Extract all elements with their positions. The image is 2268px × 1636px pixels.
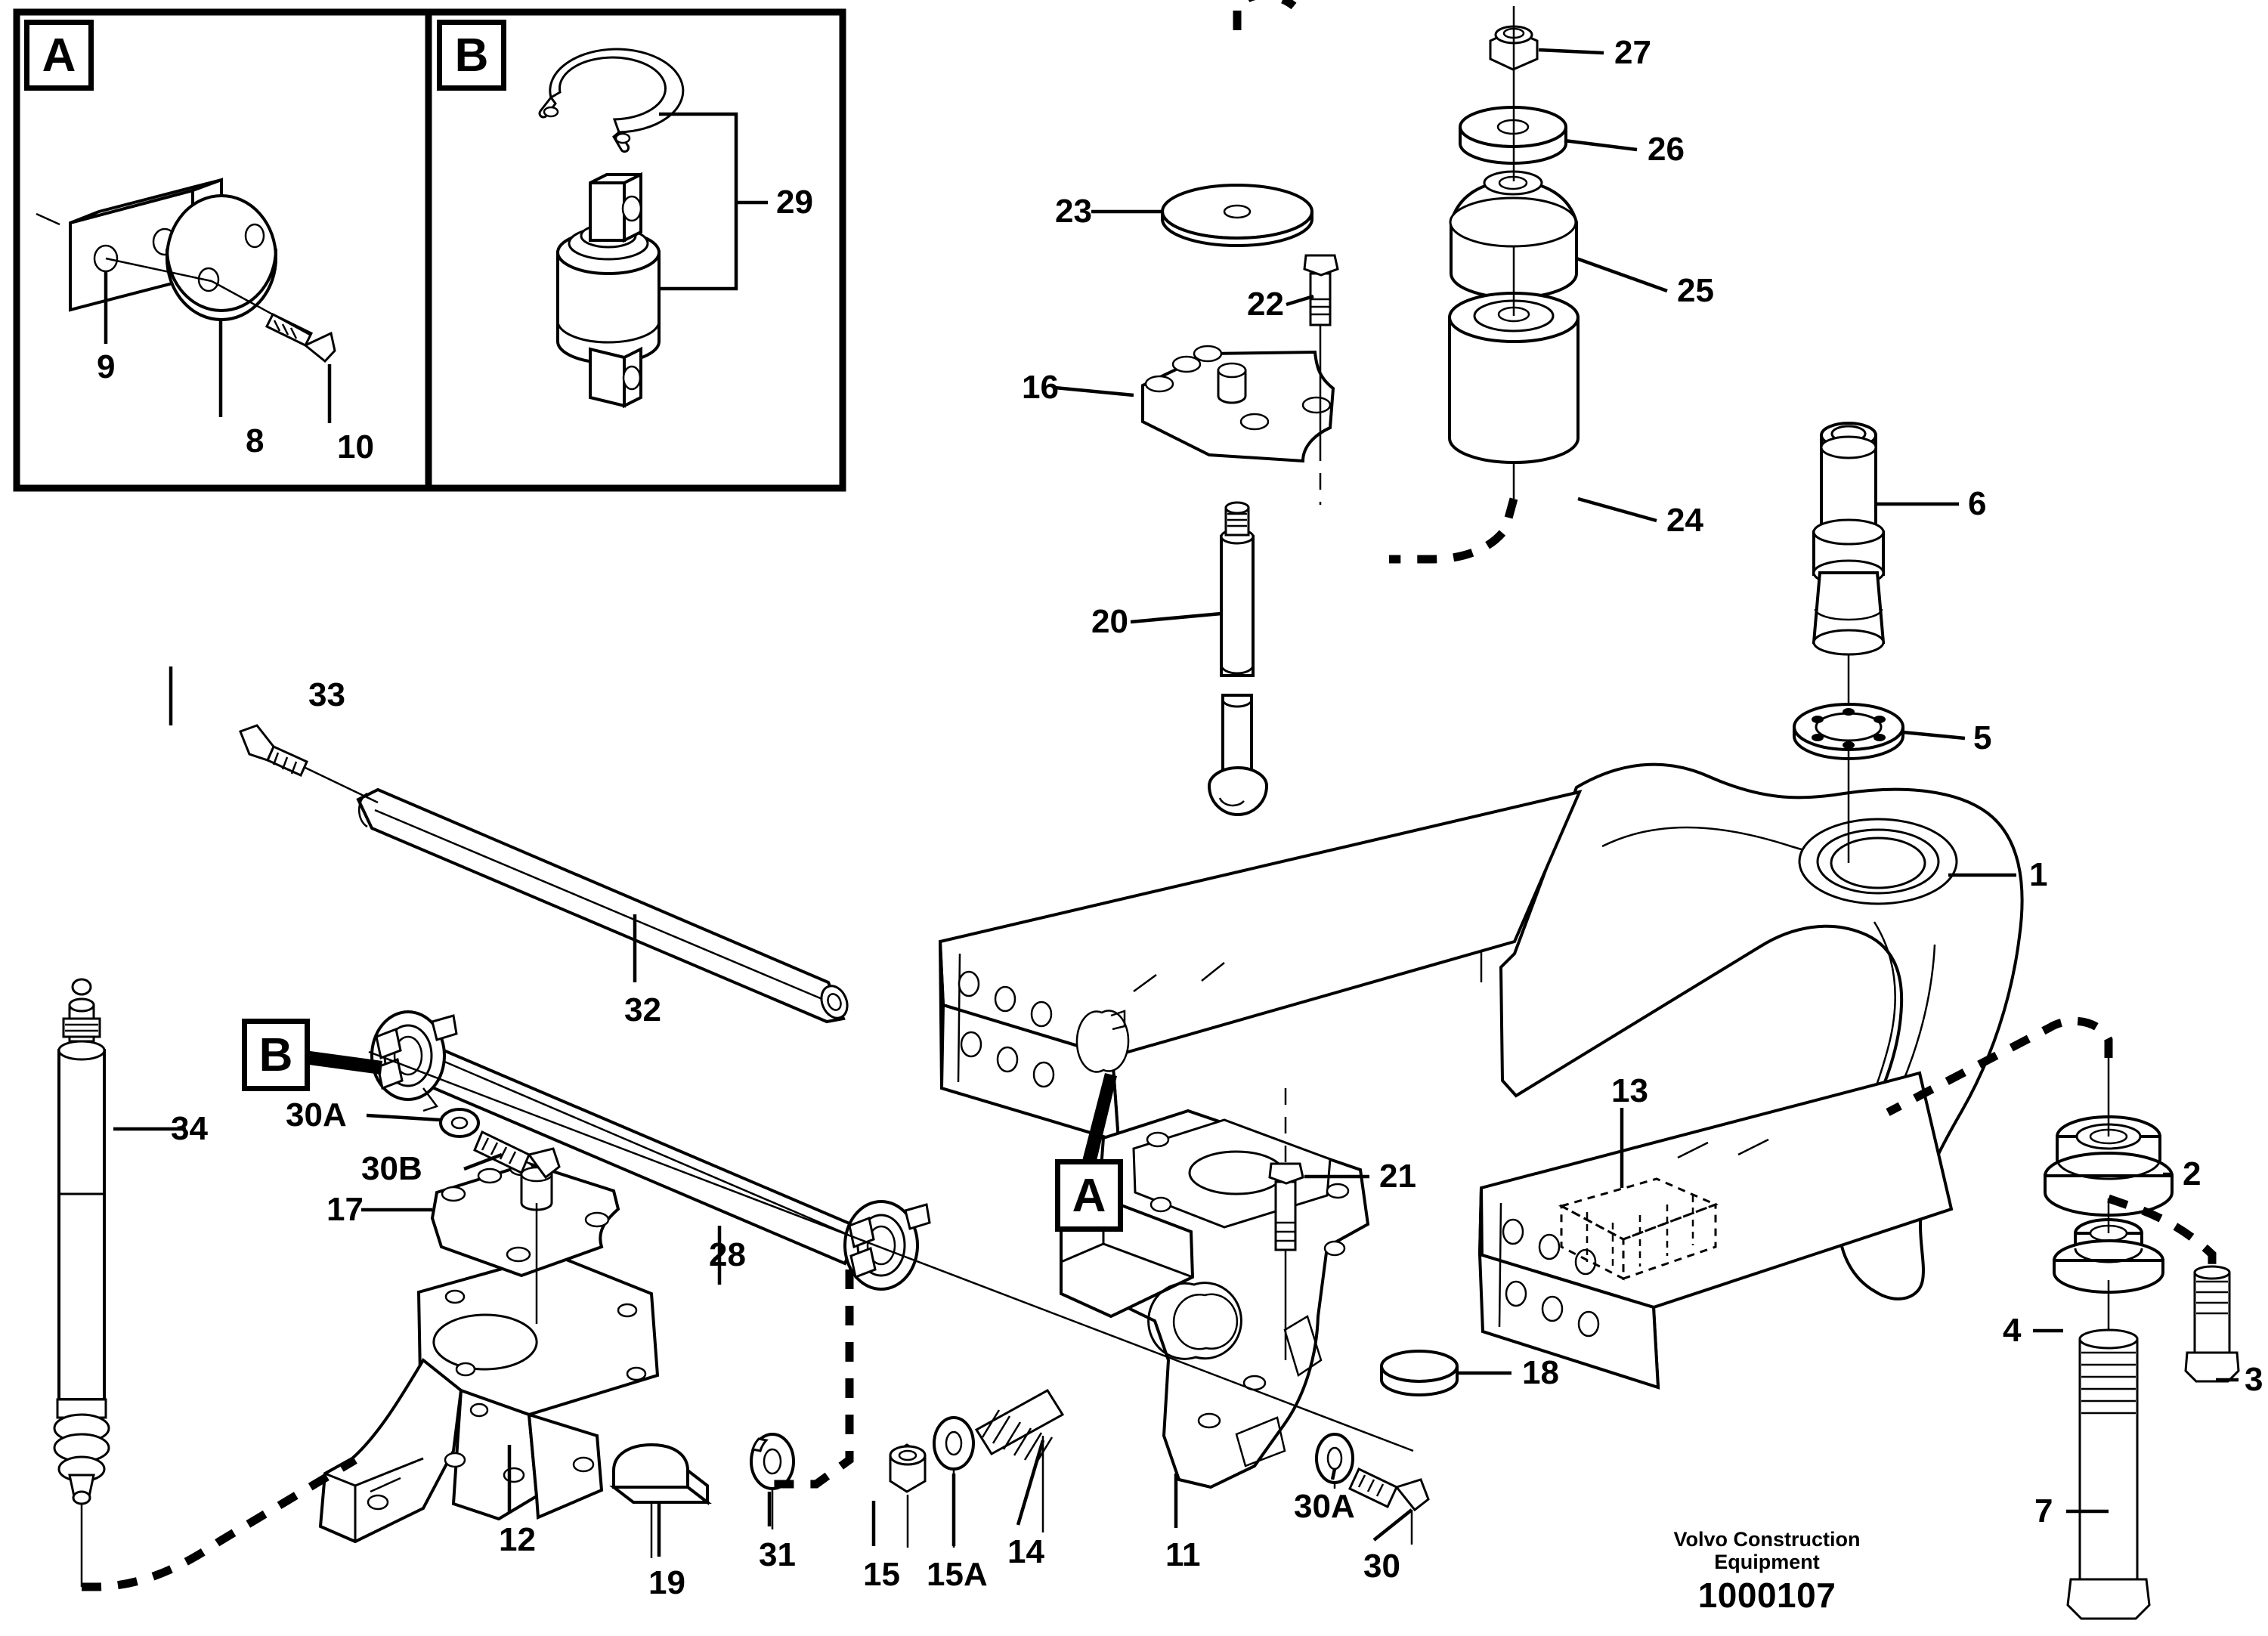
thrust-washer-5 [1793,703,1904,863]
detail-box-b-tag: B [437,20,506,91]
cover-plate-16 [1141,345,1335,463]
washer-30a-bottom [1315,1433,1354,1489]
detail-marker-a-pointer [1082,1073,1117,1164]
callout-27: 27 [1614,34,1651,71]
callout-24: 24 [1666,502,1703,539]
bushing-6 [1812,422,1886,710]
axle-frame-part-1 [938,762,2024,1390]
shock-absorber-34 [53,978,110,1587]
dashed-path-24 [1389,497,1518,564]
washer-30a-left [439,1108,480,1138]
coil-spring-14 [974,1388,1065,1532]
expansion-plug-18 [1380,1350,1459,1396]
callout-12: 12 [499,1521,536,1558]
callout-16: 16 [1022,369,1059,406]
king-pin-20 [1207,501,1269,816]
tie-rod-bolt-33 [239,724,379,804]
tie-rod-32 [356,787,849,1024]
callout-leaders [113,48,2239,1557]
dashed-path-bolt3 [2107,1194,2217,1273]
callout-30a-left: 30A [286,1096,347,1133]
callout-34: 34 [171,1110,208,1147]
callout-15a: 15A [927,1556,988,1593]
callout-5: 5 [1973,719,1992,756]
callout-32: 32 [624,991,661,1028]
callout-29: 29 [776,184,813,221]
wear-pad-13 [1558,1138,1769,1281]
callout-9: 9 [97,348,116,385]
callout-1: 1 [2029,856,2048,893]
cover-disc-23 [1161,184,1313,247]
bolt-22 [1303,254,1339,444]
brand-line-2: Equipment [1714,1551,1820,1574]
callout-13: 13 [1611,1072,1648,1109]
callout-30b: 30B [361,1150,422,1187]
brand-line-1: Volvo Construction [1673,1528,1861,1551]
rod-end-left [370,1010,458,1112]
callout-3: 3 [2245,1361,2263,1398]
callout-28: 28 [709,1236,746,1273]
callout-7: 7 [2034,1492,2053,1529]
dashed-path-right [1886,1016,2113,1116]
callout-30a-bottom: 30A [1294,1488,1355,1525]
callout-2: 2 [2183,1155,2201,1192]
dashed-path-top [1233,0,1297,30]
spring-stack [1448,6,1580,499]
callout-30: 30 [1363,1548,1400,1585]
stop-block-19 [609,1443,712,1558]
drawing-number: 1000107 [1697,1576,1836,1616]
callout-18: 18 [1522,1354,1559,1391]
callout-17: 17 [326,1191,364,1228]
detail-a-bolt [265,312,336,363]
footer-block: Volvo Construction Equipment 1000107 [1646,1528,1888,1616]
callout-31: 31 [759,1536,796,1573]
detail-box-a-tag: A [24,20,94,91]
support-bracket-12 [318,1252,660,1544]
callout-21: 21 [1379,1158,1416,1195]
rod-end-right [843,1200,931,1291]
callout-11: 11 [1165,1536,1201,1573]
detail-b-content [538,48,768,409]
callout-25: 25 [1677,272,1714,309]
callout-23: 23 [1055,193,1092,230]
detail-b-bushing [556,172,661,409]
bolt-30-bottom [1348,1467,1430,1545]
bolt-21 [1268,1162,1304,1360]
detail-marker-b: B [242,1019,310,1091]
washer-31 [750,1433,795,1529]
callout-8: 8 [246,422,265,459]
callout-14: 14 [1007,1533,1044,1570]
stabilizer-link-28 [368,1010,1414,1452]
callout-33: 33 [308,676,345,713]
callout-19: 19 [648,1564,685,1601]
callout-15: 15 [863,1556,900,1593]
dashed-path-left [82,1456,357,1591]
bolt-30b [473,1130,561,1180]
callout-4: 4 [2003,1312,2022,1349]
lower-bushings [2044,1058,2240,1620]
callout-20: 20 [1091,603,1128,640]
callout-22: 22 [1247,286,1284,323]
callout-26: 26 [1648,131,1685,168]
callout-6: 6 [1968,485,1987,522]
detail-marker-a: A [1055,1159,1123,1232]
detail-a-content [36,178,336,423]
lock-nut-15 [889,1443,927,1548]
detail-marker-b-pointer [298,1050,382,1075]
knuckle-bracket-11 [1060,1109,1370,1489]
callout-10: 10 [337,428,374,465]
